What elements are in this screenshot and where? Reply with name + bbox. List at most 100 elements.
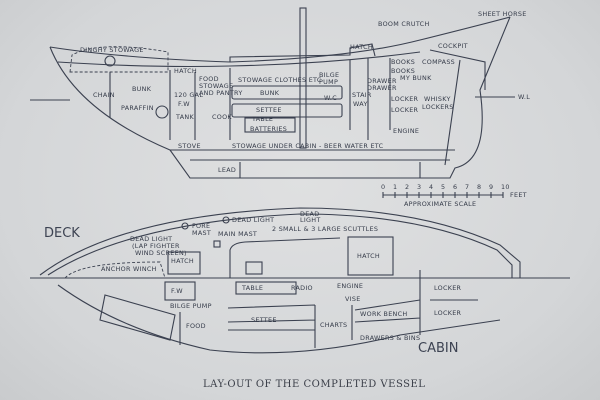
- label-boom-crutch: BOOM CRUTCH: [378, 20, 430, 28]
- label-stair: STAIR: [352, 91, 372, 99]
- paraffin-tank: [155, 105, 169, 119]
- label-dead-light-2: DEAD LIGHT: [232, 216, 274, 224]
- profile-view: [30, 7, 515, 179]
- scale-tick-label: 7: [465, 183, 469, 191]
- label-fw-plan: F.W: [171, 287, 183, 295]
- label-engine-profile: ENGINE: [393, 127, 419, 135]
- scale-unit: FEET: [510, 191, 527, 199]
- label-locker-plan-2: LOCKER: [434, 309, 462, 317]
- label-drawer-2: DRAWER: [367, 84, 397, 92]
- label-scuttles: 2 SMALL & 3 LARGE SCUTTLES: [272, 225, 378, 233]
- label-books-1: BOOKS: [391, 58, 415, 66]
- label-dead: DEAD-: [300, 210, 322, 218]
- label-fw: F.W: [178, 100, 190, 108]
- label-lap-fighter: (LAP FIGHTER: [132, 242, 180, 250]
- label-stowage-clothes: STOWAGE CLOTHES ETC: [238, 76, 322, 84]
- label-way: WAY: [353, 100, 368, 108]
- label-light: LIGHT: [300, 216, 321, 224]
- main-mast-icon: [213, 240, 221, 248]
- label-work-bench: WORK BENCH: [360, 310, 407, 318]
- hatch-fwd: [167, 251, 201, 275]
- label-pump: PUMP: [319, 78, 338, 86]
- keel: [170, 149, 455, 178]
- cabin-label: CABIN: [418, 341, 458, 356]
- label-bilge-pump-plan: BILGE PUMP: [170, 302, 212, 310]
- label-wind-screen: WIND SCREEN): [135, 249, 187, 257]
- label-and-pantry: AND PANTRY: [199, 89, 243, 97]
- label-waterline: W.L: [518, 93, 530, 101]
- scale-caption: APPROXIMATE SCALE: [404, 200, 476, 208]
- label-hatch-plan-fwd: HATCH: [171, 257, 194, 265]
- label-locker-1: LOCKER: [391, 95, 419, 103]
- profile-labels: DINGHY STOWAGE HATCH CHAIN BUNK PARAFFIN…: [80, 10, 530, 174]
- settee-plan: [227, 304, 353, 348]
- label-food: FOOD: [199, 75, 219, 83]
- scale-tick-label: 3: [417, 183, 421, 191]
- label-fore: FORE: [192, 222, 210, 230]
- label-chain: CHAIN: [93, 91, 115, 99]
- label-cook: COOK: [212, 113, 232, 121]
- bulkheads: [109, 58, 461, 166]
- label-locker-2: LOCKER: [391, 106, 419, 114]
- label-mast: MAST: [192, 229, 211, 237]
- bunk-frame: [231, 85, 343, 100]
- deck-label: DECK: [44, 226, 80, 241]
- label-dinghy-stowage: DINGHY STOWAGE: [80, 46, 144, 54]
- label-settee-plan: SETTEE: [251, 316, 277, 324]
- label-drawer-1: DRAWER: [367, 77, 397, 85]
- deck-inner: [47, 213, 513, 278]
- cabin-top: [229, 43, 376, 62]
- scale-tick-label: 5: [441, 183, 445, 191]
- label-cockpit: COCKPIT: [438, 42, 468, 50]
- scale-tick-label: 4: [429, 183, 433, 191]
- deck-outline: [39, 207, 521, 278]
- label-my-bunk: MY BUNK: [400, 74, 432, 82]
- label-bunk-main: BUNK: [260, 89, 280, 97]
- scale-tick-label: 9: [489, 183, 493, 191]
- label-stowage-under-cabin: STOWAGE UNDER CABIN - BEER WATER ETC: [232, 142, 384, 150]
- plan-labels: DECK CABIN DEAD LIGHT (LAP FIGHTER WIND …: [44, 210, 462, 356]
- table-frame: [244, 117, 296, 133]
- scale-tick-label: 6: [453, 183, 457, 191]
- label-120-gal: 120 GAL: [174, 91, 203, 99]
- label-wc: W.C: [324, 94, 337, 102]
- label-hatch-fwd: HATCH: [174, 67, 197, 75]
- hatch-aft: [347, 236, 394, 276]
- label-paraffin: PARAFFIN: [121, 104, 154, 112]
- label-batteries: BATTERIES: [250, 125, 287, 133]
- anchor-winch-arc: [64, 261, 166, 279]
- label-whisky: WHISKY: [424, 95, 451, 103]
- food-locker: [99, 294, 181, 345]
- dead-light-square: [245, 261, 263, 275]
- fore-mast-icon: [181, 222, 189, 230]
- label-stowage: STOWAGE: [199, 82, 233, 90]
- boom-crutch-post: [299, 7, 307, 149]
- cockpit-coaming: [429, 49, 486, 90]
- sheer-line: [49, 16, 511, 63]
- label-drawers-bins: DRAWERS & BINS: [360, 334, 420, 342]
- label-hatch-aft: HATCH: [350, 43, 373, 51]
- label-lead: LEAD: [218, 166, 236, 174]
- scale-tick-label: 8: [477, 183, 481, 191]
- cabin-side: [229, 237, 341, 278]
- label-lockers: LOCKERS: [422, 103, 454, 111]
- label-table: TABLE: [251, 115, 273, 123]
- label-sheet-horse: SHEET HORSE: [478, 10, 527, 18]
- fw-tank-plan: [164, 281, 196, 301]
- label-anchor-winch: ANCHOR WINCH: [101, 265, 157, 273]
- hull-bow: [49, 16, 511, 179]
- label-food-plan: FOOD: [186, 322, 206, 330]
- cabin-outline: [57, 284, 501, 354]
- dinghy-outline: [69, 46, 169, 73]
- dinghy-wheel: [104, 55, 116, 67]
- label-table-plan: TABLE: [241, 284, 263, 292]
- label-vise: VISE: [345, 295, 361, 303]
- label-main-mast: MAIN MAST: [218, 230, 257, 238]
- label-dead-light-1: DEAD LIGHT: [130, 235, 172, 243]
- label-locker-plan-1: LOCKER: [434, 284, 462, 292]
- label-radio: RADIO: [291, 284, 313, 292]
- label-hatch-plan-aft: HATCH: [357, 252, 380, 260]
